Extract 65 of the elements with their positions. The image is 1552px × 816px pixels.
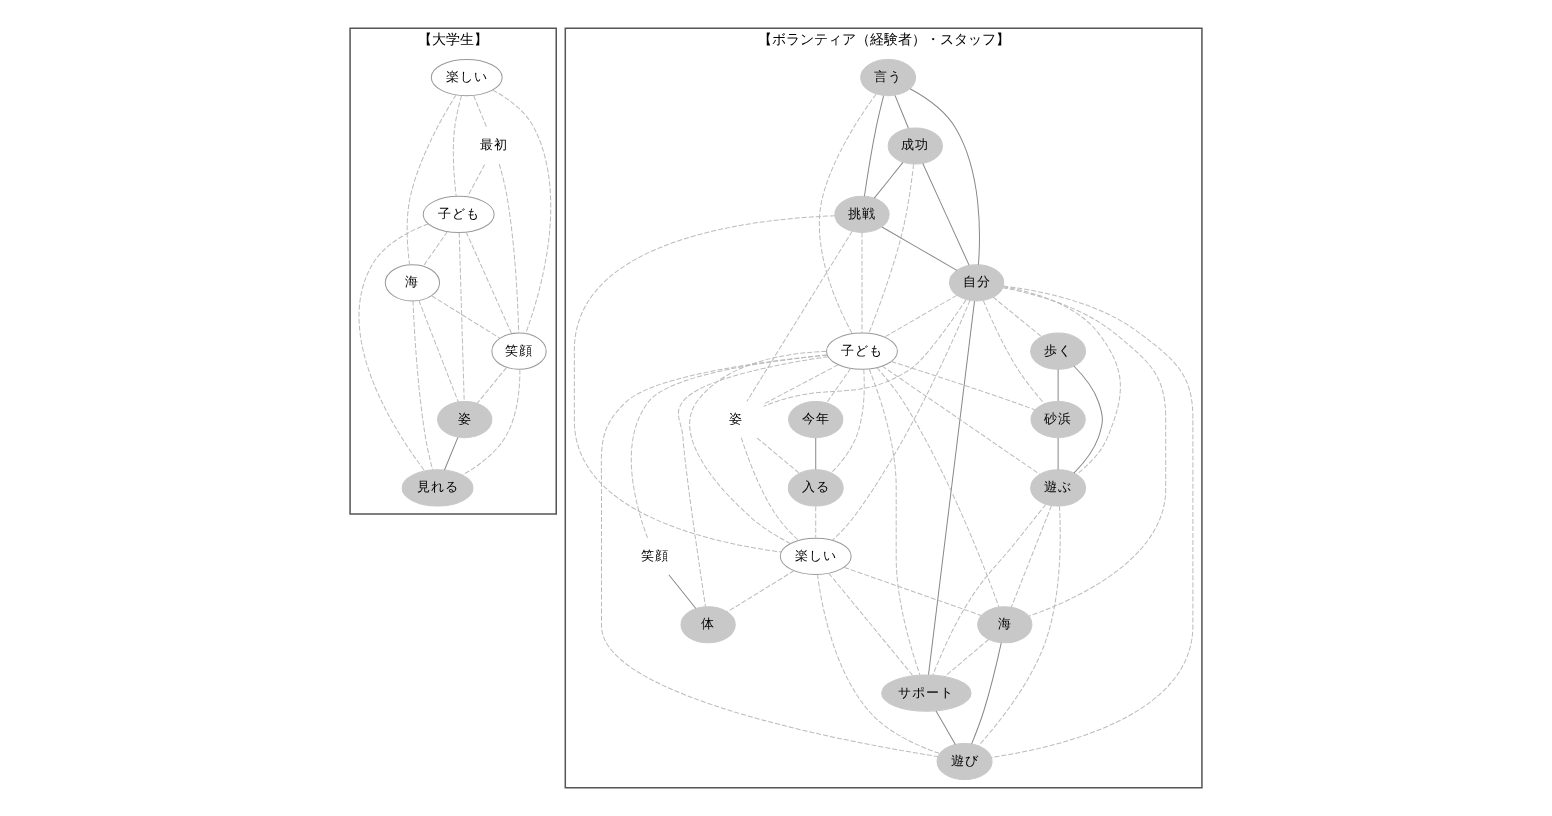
connector (677, 356, 829, 607)
connector (1010, 505, 1052, 608)
connector (826, 368, 852, 404)
connector (815, 505, 817, 539)
connector (763, 299, 967, 407)
connector (843, 566, 982, 616)
connector (832, 299, 971, 541)
connector (1073, 365, 1103, 474)
connector (458, 232, 465, 402)
connector (992, 296, 1042, 338)
connector (894, 94, 909, 129)
connector (1002, 287, 1167, 617)
connector (922, 163, 970, 266)
connector (828, 572, 914, 677)
connector (740, 437, 799, 541)
connector (406, 94, 457, 265)
connector (990, 285, 1194, 758)
connector (935, 710, 956, 745)
connector (982, 299, 1045, 405)
connector (1002, 286, 1121, 475)
connector (465, 231, 513, 335)
connector (473, 95, 488, 129)
connector (876, 367, 1000, 608)
connector (726, 570, 795, 613)
connector (881, 226, 958, 271)
connector (884, 294, 958, 338)
connector (573, 215, 836, 553)
connector (909, 88, 980, 266)
connector (928, 300, 975, 676)
connector (881, 365, 1041, 475)
connector (412, 300, 434, 471)
connector (498, 163, 520, 334)
connector (418, 300, 459, 403)
connector (358, 223, 429, 472)
connector (467, 163, 486, 198)
connector (1057, 437, 1059, 470)
connector (689, 350, 827, 544)
connector (600, 354, 939, 758)
connector (756, 437, 800, 474)
connector (431, 295, 501, 339)
connector (863, 95, 885, 197)
connector (861, 232, 863, 334)
connector (817, 574, 941, 754)
connector (944, 639, 990, 678)
connector (873, 161, 904, 199)
connector (668, 574, 697, 609)
connector (831, 369, 865, 474)
connector (971, 642, 1002, 745)
connector (746, 230, 853, 402)
connector (1057, 369, 1059, 402)
connector (818, 93, 877, 335)
connector (868, 163, 915, 334)
connector (890, 361, 1036, 411)
connector (476, 367, 507, 404)
connector (452, 95, 462, 197)
connector (868, 368, 921, 676)
connector (444, 436, 459, 471)
connector (422, 231, 448, 267)
connector (630, 354, 828, 539)
connector (932, 503, 1047, 676)
connector (763, 364, 839, 405)
connector (462, 369, 521, 476)
connector (492, 89, 552, 334)
connector (978, 505, 1061, 747)
connector (815, 437, 817, 470)
